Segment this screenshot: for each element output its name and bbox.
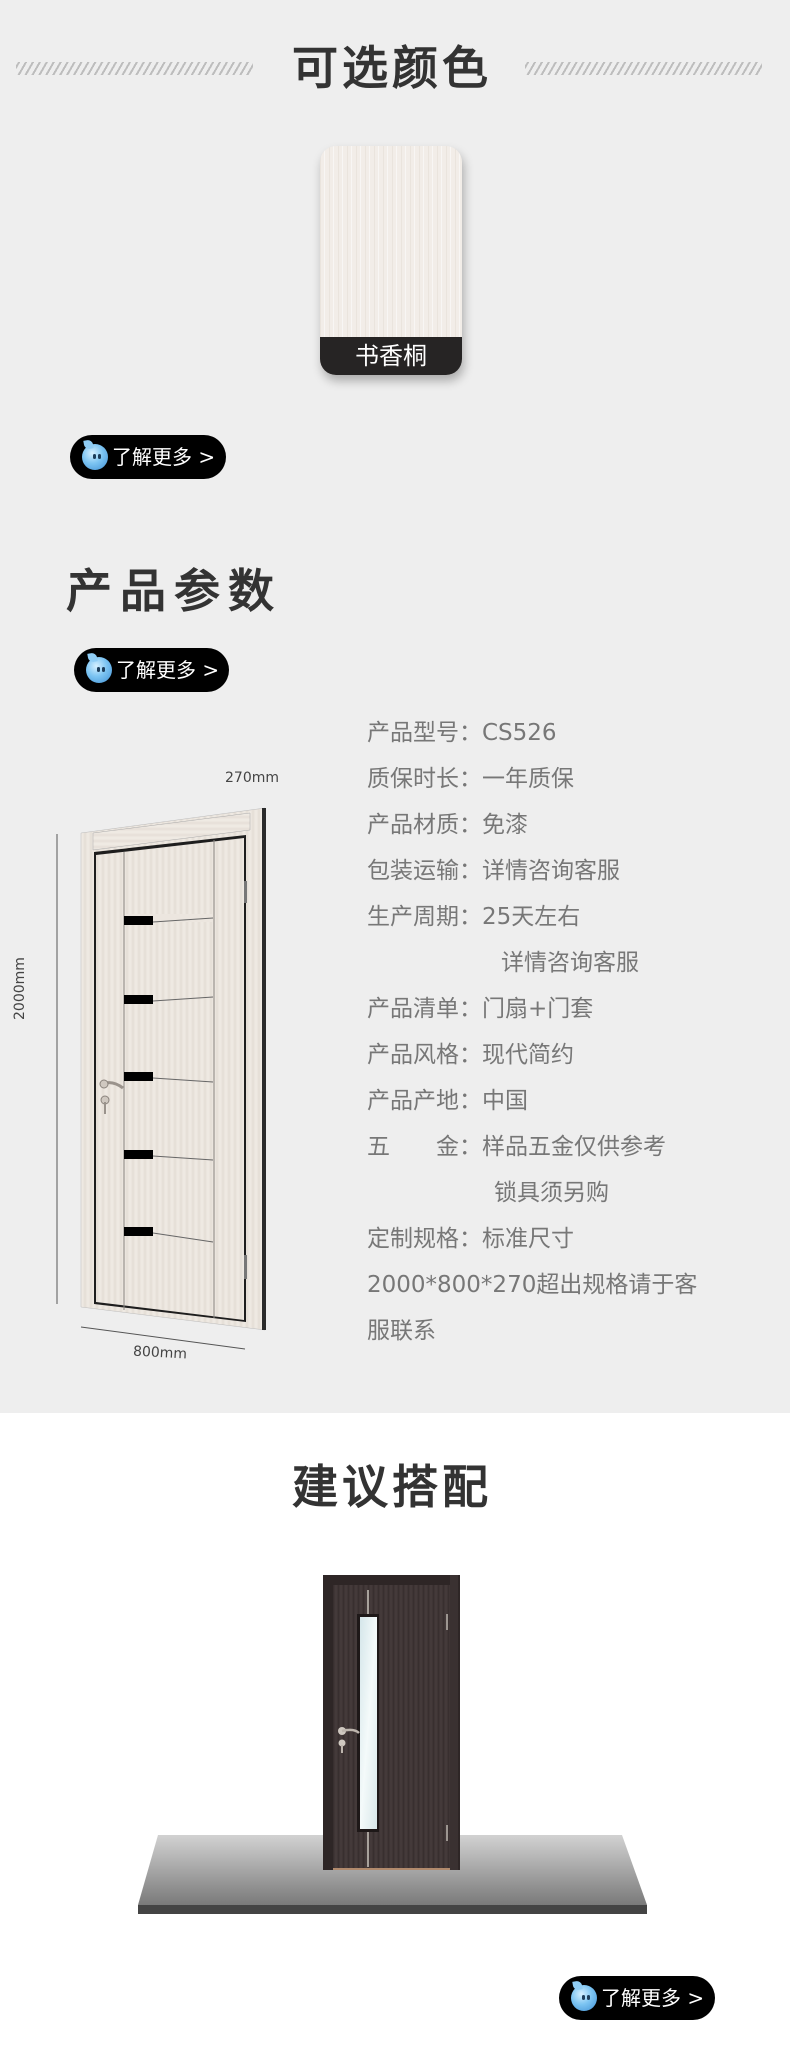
- param-row-material: 产品材质：免漆: [367, 812, 528, 838]
- learn-more-button-match[interactable]: 了解更多 >: [559, 1976, 715, 2020]
- decorative-hatch-left: [16, 62, 253, 75]
- door-dimension-diagram: [56, 807, 266, 1350]
- param-row-model: 产品型号：CS526: [367, 720, 557, 746]
- param-row-shipping: 包装运输：详情咨询客服: [367, 858, 620, 884]
- param-row-hardware-cont: 锁具须另购: [494, 1180, 609, 1206]
- param-row-custom-size: 定制规格：标准尺寸: [367, 1226, 574, 1252]
- params-section-title: 产品参数: [66, 564, 282, 618]
- learn-more-label: 了解更多 >: [112, 445, 216, 469]
- learn-more-button-params[interactable]: 了解更多 >: [74, 648, 229, 692]
- param-row-size-note-cont: 服联系: [367, 1318, 436, 1344]
- suggested-door-image[interactable]: [130, 1560, 660, 1920]
- color-swatch-shuxiangtong[interactable]: 书香桐: [320, 146, 462, 375]
- param-row-production-cycle-cont: 详情咨询客服: [501, 950, 639, 976]
- decorative-hatch-right: [525, 62, 762, 75]
- qq-penguin-bubble-icon: [571, 1985, 597, 2011]
- qq-penguin-bubble-icon: [82, 444, 108, 470]
- colors-section-title: 可选颜色: [292, 41, 492, 95]
- param-row-hardware: 五 金：样品五金仅供参考: [367, 1134, 666, 1160]
- param-row-warranty: 质保时长：一年质保: [367, 766, 574, 792]
- depth-dimension-label: 270mm: [225, 770, 279, 786]
- qq-penguin-bubble-icon: [86, 657, 112, 683]
- learn-more-label: 了解更多 >: [601, 1986, 705, 2010]
- param-row-production-cycle: 生产周期：25天左右: [367, 904, 581, 930]
- param-row-origin: 产品产地：中国: [367, 1088, 528, 1114]
- swatch-label: 书香桐: [320, 337, 462, 375]
- learn-more-label: 了解更多 >: [116, 658, 220, 682]
- param-row-size-note: 2000*800*270超出规格请于客: [367, 1272, 698, 1298]
- param-row-contents: 产品清单：门扇+门套: [367, 996, 594, 1022]
- learn-more-button-colors[interactable]: 了解更多 >: [70, 435, 226, 479]
- match-section-title: 建议搭配: [292, 1460, 492, 1514]
- param-row-style: 产品风格：现代简约: [367, 1042, 574, 1068]
